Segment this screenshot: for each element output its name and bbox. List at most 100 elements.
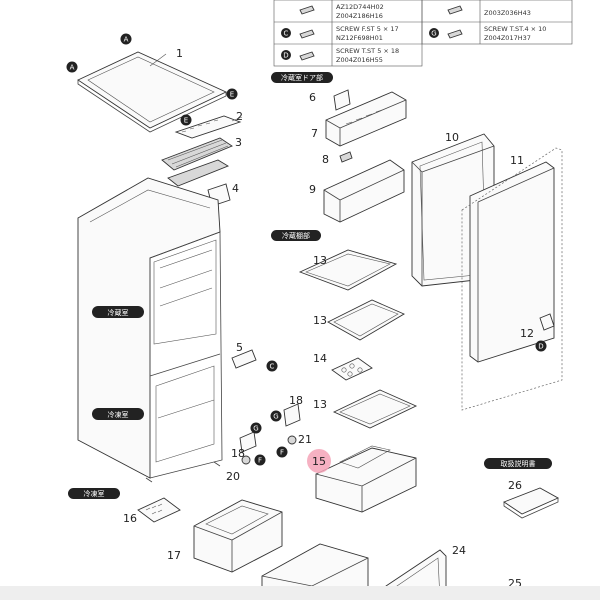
screw-marker-e: E bbox=[226, 88, 238, 100]
screw-marker-a: A bbox=[120, 33, 132, 45]
part-control-panel bbox=[161, 137, 233, 171]
screw-marker-e: E bbox=[180, 114, 192, 126]
highlight-part-15: 15 bbox=[307, 449, 331, 473]
screw-name: SCREW T.ST 5 × 18 bbox=[336, 47, 399, 55]
svg-text:G: G bbox=[253, 425, 258, 433]
part-light-cover bbox=[167, 159, 230, 187]
screw-part-no: Z004Z017H37 bbox=[484, 34, 531, 42]
svg-text:F: F bbox=[280, 449, 284, 457]
svg-text:G: G bbox=[431, 30, 436, 38]
part-glass-shelf bbox=[327, 299, 405, 341]
part-number-26: 26 bbox=[508, 479, 522, 492]
part-door-hinge bbox=[539, 313, 555, 331]
part-number-15: 15 bbox=[312, 455, 326, 468]
part-number-10: 10 bbox=[445, 131, 459, 144]
screw-part-no: Z003Z036H43 bbox=[484, 9, 531, 17]
screw-icon bbox=[447, 29, 463, 39]
part-door bbox=[469, 161, 555, 363]
part-number-8: 8 bbox=[322, 153, 329, 166]
svg-text:冷凍室: 冷凍室 bbox=[84, 489, 105, 498]
svg-text:C: C bbox=[284, 30, 289, 38]
part-number-11: 11 bbox=[510, 154, 524, 167]
screw-marker-d: D bbox=[535, 340, 547, 352]
part-number-17: 17 bbox=[167, 549, 181, 562]
screw-code-badge-d: D bbox=[281, 50, 291, 60]
screw-marker-a: A bbox=[66, 61, 78, 73]
screw-marker-g: G bbox=[270, 410, 282, 422]
part-number-3: 3 bbox=[235, 136, 242, 149]
screw-name: SCREW T.ST.4 × 10 bbox=[484, 25, 546, 33]
section-label-fridge-room: 冷蔵室 bbox=[92, 306, 144, 318]
refrigerator-cabinet bbox=[77, 177, 223, 483]
svg-text:冷凍室: 冷凍室 bbox=[108, 410, 129, 419]
svg-text:冷蔵室: 冷蔵室 bbox=[108, 308, 129, 317]
svg-text:取扱説明書: 取扱説明書 bbox=[501, 459, 536, 468]
section-label-manual: 取扱説明書 bbox=[484, 458, 552, 469]
part-number-13: 13 bbox=[313, 254, 327, 267]
part-shelf-support bbox=[231, 349, 257, 369]
part-number-7: 7 bbox=[311, 127, 318, 140]
part-number-5: 5 bbox=[236, 341, 243, 354]
screw-name: AZ12D744H02 bbox=[336, 3, 384, 11]
part-number-18: 18 bbox=[289, 394, 303, 407]
part-number-18: 18 bbox=[231, 447, 245, 460]
part-number-6: 6 bbox=[309, 91, 316, 104]
bottom-scroll-bar bbox=[0, 586, 600, 600]
section-label-door-fridge: 冷蔵室ドア部 bbox=[271, 72, 333, 83]
part-number-13: 13 bbox=[313, 314, 327, 327]
part-number-20: 20 bbox=[226, 470, 240, 483]
screw-icon bbox=[447, 5, 463, 15]
part-freezer-case bbox=[193, 499, 283, 573]
part-glass-shelf bbox=[332, 389, 418, 429]
screw-code-badge-g: G bbox=[429, 28, 439, 38]
part-vegetable-case bbox=[315, 445, 417, 513]
svg-text:A: A bbox=[70, 64, 75, 72]
part-number-4: 4 bbox=[232, 182, 239, 195]
section-label-fridge-shelf: 冷蔵棚部 bbox=[271, 230, 321, 241]
screw-marker-f: F bbox=[276, 446, 288, 458]
part-ice-tray bbox=[137, 497, 181, 523]
part-door-pocket-upper bbox=[325, 91, 407, 147]
svg-text:G: G bbox=[273, 413, 278, 421]
part-glass-shelf bbox=[298, 249, 398, 291]
part-number-9: 9 bbox=[309, 183, 316, 196]
svg-text:A: A bbox=[124, 36, 129, 44]
screw-marker-c: C bbox=[266, 360, 278, 372]
svg-text:D: D bbox=[283, 52, 288, 60]
part-number-16: 16 bbox=[123, 512, 137, 525]
part-number-14: 14 bbox=[313, 352, 327, 365]
section-label-freezer-bottom: 冷凍室 bbox=[68, 488, 120, 499]
screw-icon bbox=[299, 29, 315, 39]
screw-part-no: Z004Z016H55 bbox=[336, 56, 383, 64]
screw-code-badge-c: C bbox=[281, 28, 291, 38]
part-top-cover bbox=[77, 51, 228, 133]
part-number-2: 2 bbox=[236, 110, 243, 123]
part-number-21: 21 bbox=[298, 433, 312, 446]
svg-text:C: C bbox=[270, 363, 275, 371]
section-label-freezer-room: 冷凍室 bbox=[92, 408, 144, 420]
svg-text:冷蔵棚部: 冷蔵棚部 bbox=[282, 231, 310, 240]
screw-part-no: Z004Z186H16 bbox=[336, 12, 383, 20]
screw-icon bbox=[299, 5, 315, 15]
screw-marker-g: G bbox=[250, 422, 262, 434]
part-top-bracket bbox=[174, 115, 242, 139]
svg-text:冷蔵室ドア部: 冷蔵室ドア部 bbox=[281, 73, 323, 82]
screw-table: C D G AZ12D744H02 Z004Z186H16 SCREW F.ST… bbox=[273, 0, 573, 67]
part-number-12: 12 bbox=[520, 327, 534, 340]
part-lower-hinge bbox=[239, 403, 301, 465]
svg-text:E: E bbox=[184, 117, 188, 125]
screw-marker-f: F bbox=[254, 454, 266, 466]
svg-text:D: D bbox=[538, 343, 543, 351]
svg-text:F: F bbox=[258, 457, 262, 465]
part-number-13: 13 bbox=[313, 398, 327, 411]
screw-name: SCREW F.ST 5 × 17 bbox=[336, 25, 399, 33]
svg-text:E: E bbox=[230, 91, 234, 99]
part-egg-tray bbox=[331, 357, 373, 381]
part-door-pocket-bottle bbox=[323, 159, 405, 223]
screw-part-no: NZ12F698H01 bbox=[336, 34, 383, 42]
part-pocket-clip bbox=[339, 151, 353, 163]
door-outline-dashed bbox=[461, 147, 563, 411]
part-egg-holder-cap bbox=[333, 89, 351, 111]
